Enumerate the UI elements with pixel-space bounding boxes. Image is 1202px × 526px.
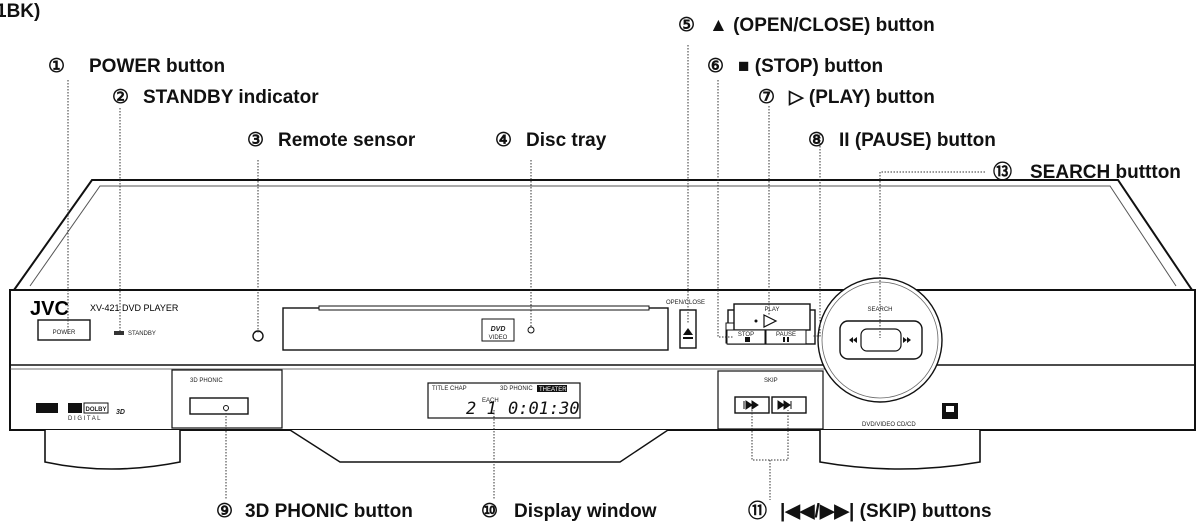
svg-text:④: ④ <box>495 130 512 151</box>
callout-1-label: POWER button <box>89 56 225 77</box>
callout-2-label: STANDBY indicator <box>143 87 319 108</box>
callout-11: ⑪ |◀◀/▶▶| (SKIP) buttons <box>748 499 992 522</box>
3d-phonic-button[interactable] <box>189 397 249 415</box>
stop-icon <box>745 337 750 342</box>
callout-7-label: ▷ (PLAY) button <box>788 87 935 108</box>
svg-text:⑤: ⑤ <box>678 15 695 36</box>
svg-text:⑦: ⑦ <box>758 87 775 108</box>
svg-text:DOLBY: DOLBY <box>86 407 107 413</box>
power-button-label: POWER <box>53 330 76 336</box>
pause-icon <box>783 337 785 342</box>
skip-forward-icon <box>777 400 792 410</box>
power-button[interactable]: POWER <box>37 319 91 341</box>
model-label: XV-421 DVD PLAYER <box>90 303 179 313</box>
svg-text:⑪: ⑪ <box>748 499 767 522</box>
standby-indicator: STANDBY <box>114 331 156 337</box>
svg-text:⑥: ⑥ <box>707 56 724 77</box>
skip-forward-button[interactable] <box>771 396 807 414</box>
callout-8: ⑧ II (PAUSE) button <box>808 130 996 151</box>
svg-text:DVD: DVD <box>491 326 506 333</box>
svg-text:⑨: ⑨ <box>216 501 233 522</box>
callout-10-label: Display window <box>514 501 657 522</box>
corner-text: 1BK) <box>0 1 40 22</box>
callout-9-label: 3D PHONIC button <box>245 501 413 522</box>
svg-text:②: ② <box>112 87 129 108</box>
format-logos: DOLBY D I G I T A L 3D <box>36 402 125 422</box>
leader-lines <box>67 45 985 500</box>
compat-label: DVD/VIDEO CD/CD <box>862 422 916 428</box>
display-tag-theater: THEATER <box>539 387 567 393</box>
svg-text:⑧: ⑧ <box>808 130 825 151</box>
svg-text:⑩: ⑩ <box>481 501 498 522</box>
callout-6: ⑥ ■ (STOP) button <box>707 56 883 77</box>
stop-button[interactable]: STOP <box>726 329 766 345</box>
display-tag-phonic: 3D PHONIC <box>500 386 533 392</box>
phonic-panel-label: 3D PHONIC <box>190 378 223 384</box>
callout-1: ① POWER button <box>48 56 225 77</box>
svg-text:VIDEO: VIDEO <box>489 335 508 341</box>
callout-3: ③ Remote sensor <box>247 130 416 151</box>
open-close-label: OPEN/CLOSE <box>666 300 705 306</box>
callout-4-label: Disc tray <box>526 130 607 151</box>
play-icon <box>763 314 778 328</box>
callout-5-label: ▲ (OPEN/CLOSE) button <box>709 15 935 36</box>
search-reverse-icon <box>849 337 857 343</box>
display-window: TITLE CHAP 3D PHONIC THEATER 2 1 EACH 0:… <box>427 382 581 419</box>
callout-11-label: |◀◀/▶▶| (SKIP) buttons <box>780 501 992 522</box>
dvd-video-logo: DVD VIDEO <box>481 318 515 342</box>
display-digits: 2 1 <box>466 399 497 419</box>
3d-logo: 3D <box>116 409 125 416</box>
callout-13-label: SEARCH buttton <box>1030 162 1181 183</box>
display-tag-title: TITLE CHAP <box>432 386 467 392</box>
callout-10: ⑩ Display window <box>481 501 657 522</box>
callout-7: ⑦ ▷ (PLAY) button <box>758 87 935 108</box>
search-dial[interactable]: SEARCH <box>817 277 943 403</box>
play-button[interactable]: PLAY <box>733 303 811 331</box>
svg-text:D I G I T A L: D I G I T A L <box>68 416 101 422</box>
svg-text:③: ③ <box>247 130 264 151</box>
callout-9: ⑨ 3D PHONIC button <box>216 501 413 522</box>
callout-2: ② STANDBY indicator <box>112 87 319 108</box>
disc-tray[interactable] <box>282 305 669 351</box>
dts-logo <box>36 403 58 413</box>
display-time: 0:01:30 <box>508 399 580 419</box>
skip-back-icon <box>743 400 759 410</box>
display-each: EACH <box>482 398 499 404</box>
callout-13: ⑬ SEARCH buttton <box>993 160 1181 183</box>
stop-button-label: STOP <box>738 332 754 338</box>
callout-4: ④ Disc tray <box>495 130 607 151</box>
pause-button[interactable]: PAUSE <box>765 329 807 345</box>
brand-logo: JVC <box>30 298 69 320</box>
svg-text:⑬: ⑬ <box>993 160 1012 183</box>
svg-text:①: ① <box>48 56 65 77</box>
callout-5: ⑤ ▲ (OPEN/CLOSE) button <box>678 15 935 36</box>
pause-button-label: PAUSE <box>776 332 796 338</box>
callout-3-label: Remote sensor <box>278 130 416 151</box>
callout-8-label: II (PAUSE) button <box>839 130 996 151</box>
play-button-label: PLAY <box>765 307 780 313</box>
standby-label: STANDBY <box>128 331 156 337</box>
dolby-logo <box>68 403 82 413</box>
skip-label: SKIP <box>764 378 778 384</box>
disc-logo <box>942 403 958 419</box>
tray-dot <box>527 326 535 334</box>
search-forward-icon <box>903 337 911 343</box>
callout-6-label: ■ (STOP) button <box>738 56 883 77</box>
